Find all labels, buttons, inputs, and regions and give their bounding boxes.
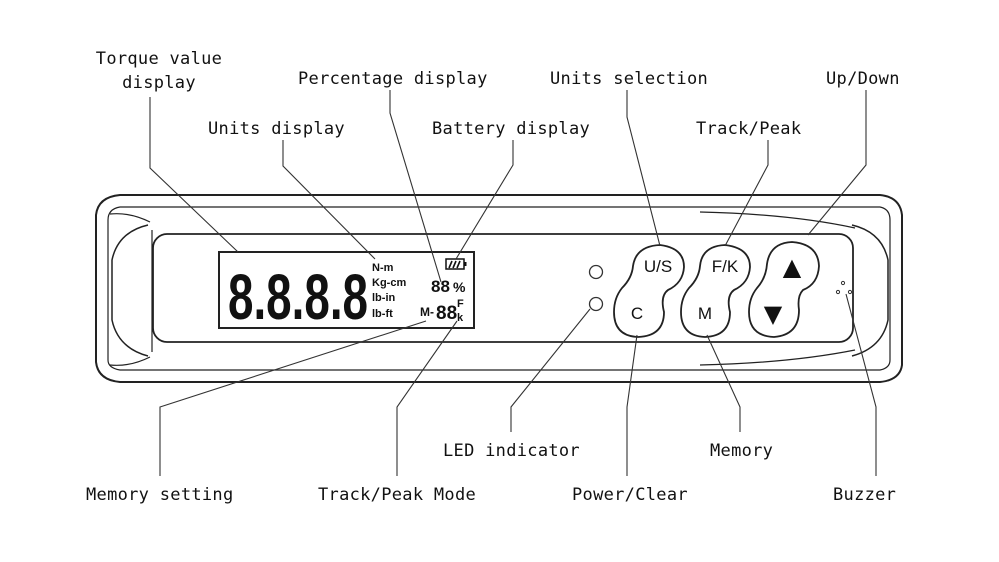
label-led-indicator: LED indicator <box>443 441 580 461</box>
unit-nm: N-m <box>372 262 394 274</box>
unit-kgcm: Kg-cm <box>372 277 406 289</box>
percent-sign: % <box>453 279 466 295</box>
percent-digits: 88 <box>431 277 450 296</box>
fk-m-button-pod <box>680 244 751 338</box>
label-battery-display: Battery display <box>432 119 591 139</box>
clear-button[interactable]: C <box>617 293 657 333</box>
buzzer-holes <box>835 280 853 295</box>
unit-lbin: lb-in <box>372 292 395 304</box>
battery-icon <box>445 258 467 270</box>
label-units-selection: Units selection <box>550 69 709 89</box>
label-track-peak: Track/Peak <box>696 119 802 139</box>
label-percentage-display: Percentage display <box>298 69 488 89</box>
down-arrow-icon: ▼ <box>764 300 783 328</box>
up-button[interactable]: ▲ <box>771 245 813 287</box>
label-up-down: Up/Down <box>826 69 900 89</box>
label-units-display: Units display <box>208 119 345 139</box>
mode-k: k <box>457 312 464 324</box>
memory-prefix: M- <box>420 305 434 319</box>
updown-button-pod <box>748 241 820 338</box>
units-button-label: U/S <box>644 257 672 276</box>
track-peak-button-label: F/K <box>712 257 739 276</box>
torque-value-digits: 8.8.8.8 <box>228 261 368 333</box>
lcd-screen: 8.8.8.8 N-m Kg-cm lb-in lb-ft 88 % M- 88… <box>218 251 475 333</box>
memory-digits: 88 <box>436 303 457 324</box>
memory-button-label: M <box>698 304 712 323</box>
down-button[interactable]: ▼ <box>753 293 793 333</box>
label-track-peak-mode: Track/Peak Mode <box>318 485 477 505</box>
clear-button-label: C <box>631 304 643 323</box>
track-peak-button[interactable]: F/K <box>704 245 746 287</box>
led-indicator-bottom <box>588 296 604 312</box>
device-body <box>95 194 903 383</box>
front-panel <box>152 233 854 343</box>
up-arrow-icon: ▲ <box>783 253 802 281</box>
units-selection-button[interactable]: U/S <box>637 245 679 287</box>
mode-f: F <box>457 298 464 310</box>
label-buzzer: Buzzer <box>833 485 897 505</box>
unit-lbft: lb-ft <box>372 308 393 320</box>
label-memory-setting: Memory setting <box>86 485 234 505</box>
label-power-clear: Power/Clear <box>572 485 688 505</box>
led-indicator-top <box>588 264 604 280</box>
label-torque-value-display: Torque value display <box>95 49 223 93</box>
us-c-button-pod <box>613 244 685 338</box>
leader-lines <box>149 90 877 476</box>
label-memory: Memory <box>710 441 774 461</box>
memory-button[interactable]: M <box>685 293 725 333</box>
